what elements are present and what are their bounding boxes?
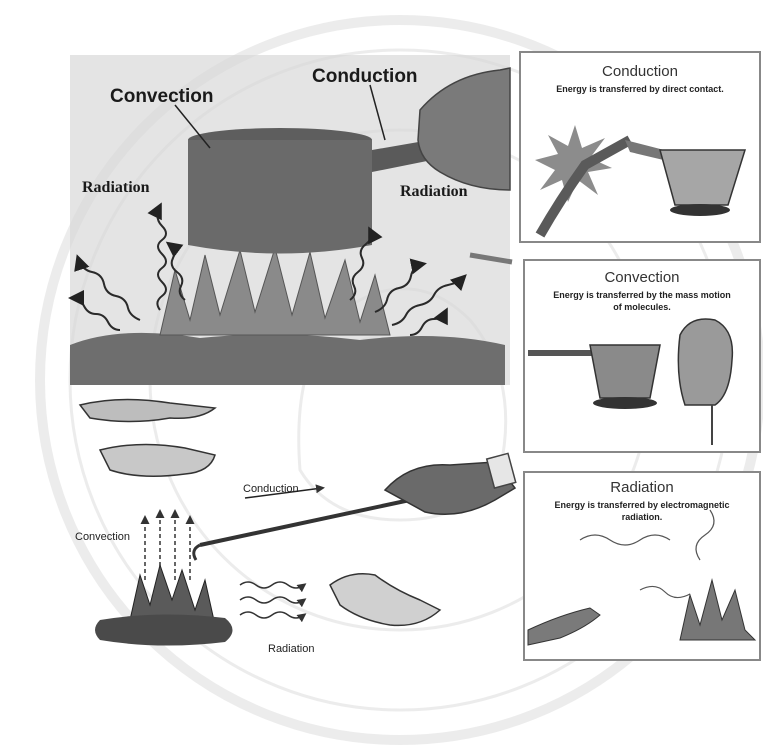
- label-convection-bottom: Convection: [75, 531, 130, 543]
- convection-panel-title: Convection: [604, 269, 679, 286]
- label-radiation-bottom: Radiation: [268, 643, 314, 655]
- bottom-scene: Conduction Convection Radiation: [75, 399, 516, 655]
- conduction-panel: Conduction Energy is transferred by dire…: [520, 52, 760, 242]
- label-conduction-bottom: Conduction: [243, 483, 299, 495]
- log: [95, 614, 233, 645]
- convection-panel-caption-line1: Energy is transferred by the mass motion: [553, 290, 731, 300]
- radiation-panel-title: Radiation: [610, 479, 673, 496]
- label-radiation-right: Radiation: [400, 183, 468, 200]
- convection-person-head: [678, 319, 732, 405]
- label-radiation-left: Radiation: [82, 179, 150, 196]
- hand-over-fire-upper: [80, 399, 215, 421]
- convection-panel: Convection Energy is transferred by the …: [524, 260, 760, 452]
- radiation-panel: Radiation Energy is transferred by elect…: [524, 472, 760, 660]
- poker-hook: [194, 545, 200, 560]
- fire-poker: [200, 500, 410, 545]
- conduction-stove-ring: [670, 204, 730, 216]
- label-convection: Convection: [110, 86, 213, 107]
- radiation-panel-caption-line1: Energy is transferred by electromagnetic: [554, 500, 729, 510]
- conduction-panel-title: Conduction: [602, 63, 678, 80]
- main-scene: Convection Conduction Radiation Radiatio…: [70, 55, 512, 385]
- convection-stove-ring: [593, 397, 657, 409]
- convection-pan-handle: [528, 350, 598, 356]
- stove-base: [70, 333, 505, 385]
- radiation-panel-caption-line2: radiation.: [622, 512, 663, 522]
- convection-pan: [590, 345, 660, 398]
- warming-hands: [330, 574, 440, 626]
- radiation-waves: [240, 582, 304, 618]
- convection-panel-caption-line2: of molecules.: [613, 302, 671, 312]
- convection-arrows: [145, 512, 190, 580]
- label-conduction: Conduction: [312, 66, 418, 87]
- hand-over-fire-lower: [100, 444, 215, 476]
- conduction-panel-caption: Energy is transferred by direct contact.: [556, 84, 724, 94]
